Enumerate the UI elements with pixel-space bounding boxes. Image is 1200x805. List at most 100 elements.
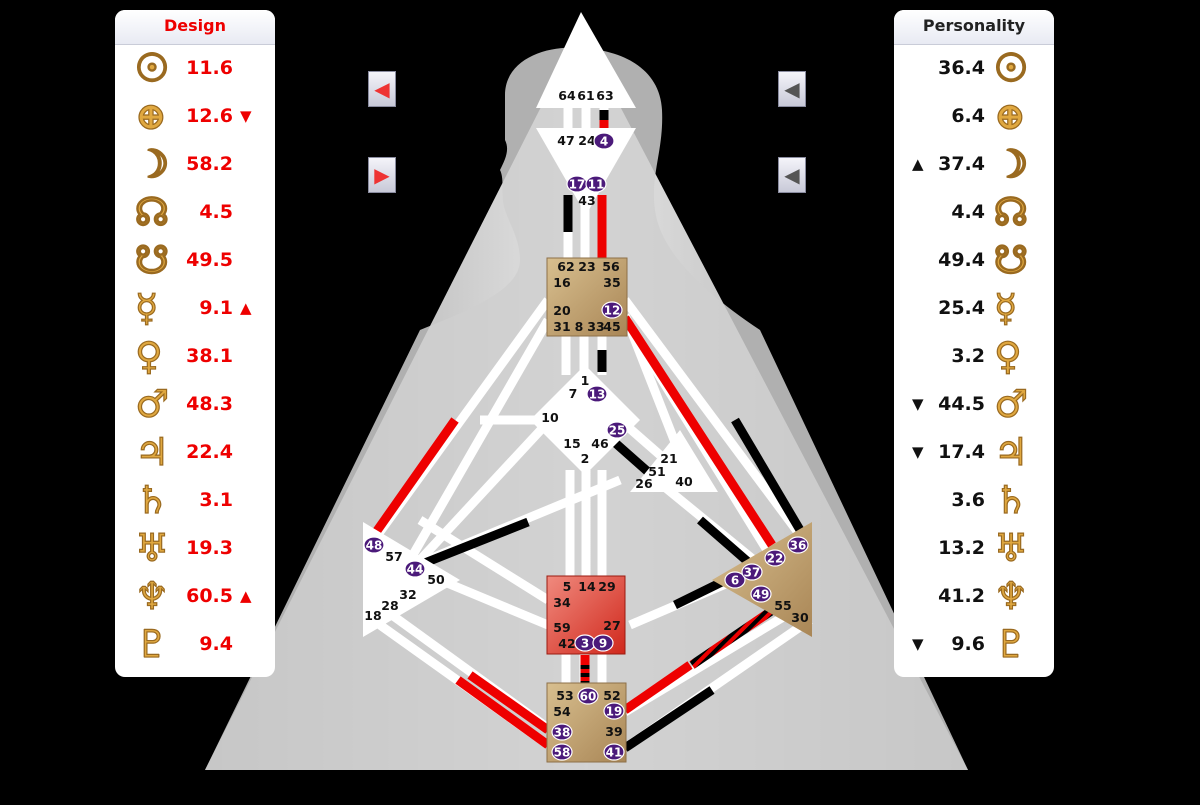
gate-1-label: 1 — [581, 373, 590, 388]
pluto-icon: ♇ — [134, 621, 170, 666]
gate-5-label: 5 — [563, 579, 572, 594]
design-value: 11.6 — [186, 57, 233, 79]
gate-4-marker — [593, 132, 615, 150]
personality-value: 36.4 — [938, 57, 985, 79]
design-row: ♂48.3 — [115, 382, 275, 430]
gate-10-label: 10 — [541, 410, 559, 425]
personality-panel: Personality ☉36.4⊕6.4☽37.4▲☊4.4☋49.4☿25.… — [894, 10, 1054, 677]
gate-58-marker — [551, 743, 573, 761]
gate-35-label: 35 — [603, 275, 620, 290]
design-value: 3.1 — [199, 489, 233, 511]
mercury-icon: ☿ — [993, 285, 1018, 330]
gate-42-label: 42 — [558, 636, 575, 651]
saturn-icon: ♄ — [993, 477, 1029, 522]
mars-icon: ♂ — [993, 381, 1029, 426]
gate-52-label: 52 — [603, 688, 620, 703]
personality-title: Personality — [894, 10, 1054, 45]
design-next-button[interactable]: ▶ — [368, 157, 396, 193]
gate-3-label: 3 — [581, 637, 589, 651]
personality-row: ☽37.4▲ — [894, 142, 1054, 190]
gate-15-label: 15 — [563, 436, 580, 451]
personality-value: 9.6 — [951, 633, 985, 655]
mars-icon: ♂ — [134, 381, 170, 426]
design-row: ☿ 9.1 ▲ — [115, 286, 275, 334]
gate-60-label: 60 — [580, 690, 597, 704]
personality-row: ♃ 17.4 ▼ — [894, 430, 1054, 478]
design-value: 4.5 — [199, 201, 233, 223]
personality-value: 49.4 — [938, 249, 985, 271]
personality-row: ☉36.4 — [894, 46, 1054, 94]
personality-value: 6.4 — [951, 105, 985, 127]
personality-value: 17.4 — [938, 441, 985, 463]
personality-value: 3.6 — [951, 489, 985, 511]
gate-20-label: 20 — [553, 303, 571, 318]
design-title: Design — [115, 10, 275, 45]
exaltation-arrow-icon: ▼ — [912, 635, 924, 653]
design-row: ♃22.4 — [115, 430, 275, 478]
venus-icon: ♀ — [993, 333, 1022, 378]
personality-value: 13.2 — [938, 537, 985, 559]
exaltation-arrow-icon: ▼ — [240, 107, 252, 125]
gate-44-label: 44 — [407, 563, 424, 577]
design-value: 58.2 — [186, 153, 233, 175]
exaltation-arrow-icon: ▲ — [912, 155, 924, 173]
g-center — [530, 365, 640, 475]
moon-icon: ☽ — [993, 141, 1029, 186]
exaltation-arrow-icon: ▼ — [912, 443, 924, 461]
gate-12-marker — [601, 301, 623, 319]
left-arrow-icon: ◀ — [784, 77, 800, 101]
personality-row: ♆41.2 — [894, 574, 1054, 622]
gate-41-marker — [603, 743, 625, 761]
design-row: ⊕12.6▼ — [115, 94, 275, 142]
gate-9-label: 9 — [599, 637, 607, 651]
gate-58-label: 58 — [554, 746, 571, 760]
neptune-icon: ♆ — [134, 573, 170, 618]
gate-48-label: 48 — [366, 539, 383, 553]
north-node-icon: ☊ — [134, 189, 169, 234]
design-panel: Design ☉11.6⊕12.6▼☽58.2☊4.5☋49.5☿9.1▲♀38… — [115, 10, 275, 677]
gate-30-label: 30 — [791, 610, 809, 625]
jupiter-icon: ♃ — [134, 429, 170, 474]
gate-48-marker — [363, 536, 385, 554]
gate-14-label: 14 — [578, 579, 596, 594]
gate-37-label: 37 — [744, 566, 761, 580]
design-value: 9.4 — [199, 633, 233, 655]
gate-49-marker — [750, 585, 772, 603]
exaltation-arrow-icon: ▼ — [912, 395, 924, 413]
south-node-icon: ☋ — [134, 237, 169, 282]
jupiter-icon: ♃ — [993, 429, 1029, 474]
gate-27-label: 27 — [603, 618, 620, 633]
gate-59-label: 59 — [553, 620, 570, 635]
personality-value: 3.2 — [951, 345, 985, 367]
gate-16-label: 16 — [553, 275, 571, 290]
personality-next-button[interactable]: ◀ — [778, 157, 806, 193]
gate-34-label: 34 — [553, 595, 571, 610]
design-prev-button[interactable]: ◀ — [368, 71, 396, 107]
gate-17-label: 17 — [569, 178, 586, 192]
personality-value: 25.4 — [938, 297, 985, 319]
personality-value: 44.5 — [938, 393, 985, 415]
left-arrow-icon: ◀ — [374, 77, 390, 101]
gate-55-label: 55 — [774, 598, 791, 613]
throat-center — [546, 257, 628, 337]
personality-row: ♅13.2 — [894, 526, 1054, 574]
gate-18-label: 18 — [364, 608, 381, 623]
gate-51-label: 51 — [648, 464, 665, 479]
gate-9-marker — [592, 634, 614, 652]
design-row: ♄3.1 — [115, 478, 275, 526]
exaltation-arrow-icon: ▲ — [240, 299, 252, 317]
right-arrow-icon: ▶ — [374, 163, 390, 187]
mercury-icon: ☿ — [134, 285, 159, 330]
gate-32-label: 32 — [399, 587, 416, 602]
gate-50-label: 50 — [427, 572, 445, 587]
design-value: 9.1 — [199, 297, 233, 319]
earth-icon: ⊕ — [134, 93, 167, 138]
gate-6-marker — [724, 571, 746, 589]
personality-prev-button[interactable]: ◀ — [778, 71, 806, 107]
personality-row: ♂ 44.5 ▼ — [894, 382, 1054, 430]
gate-22-label: 22 — [767, 552, 784, 566]
personality-row: ♀ 3.2 — [894, 334, 1054, 382]
left-arrow-icon: ◀ — [784, 163, 800, 187]
